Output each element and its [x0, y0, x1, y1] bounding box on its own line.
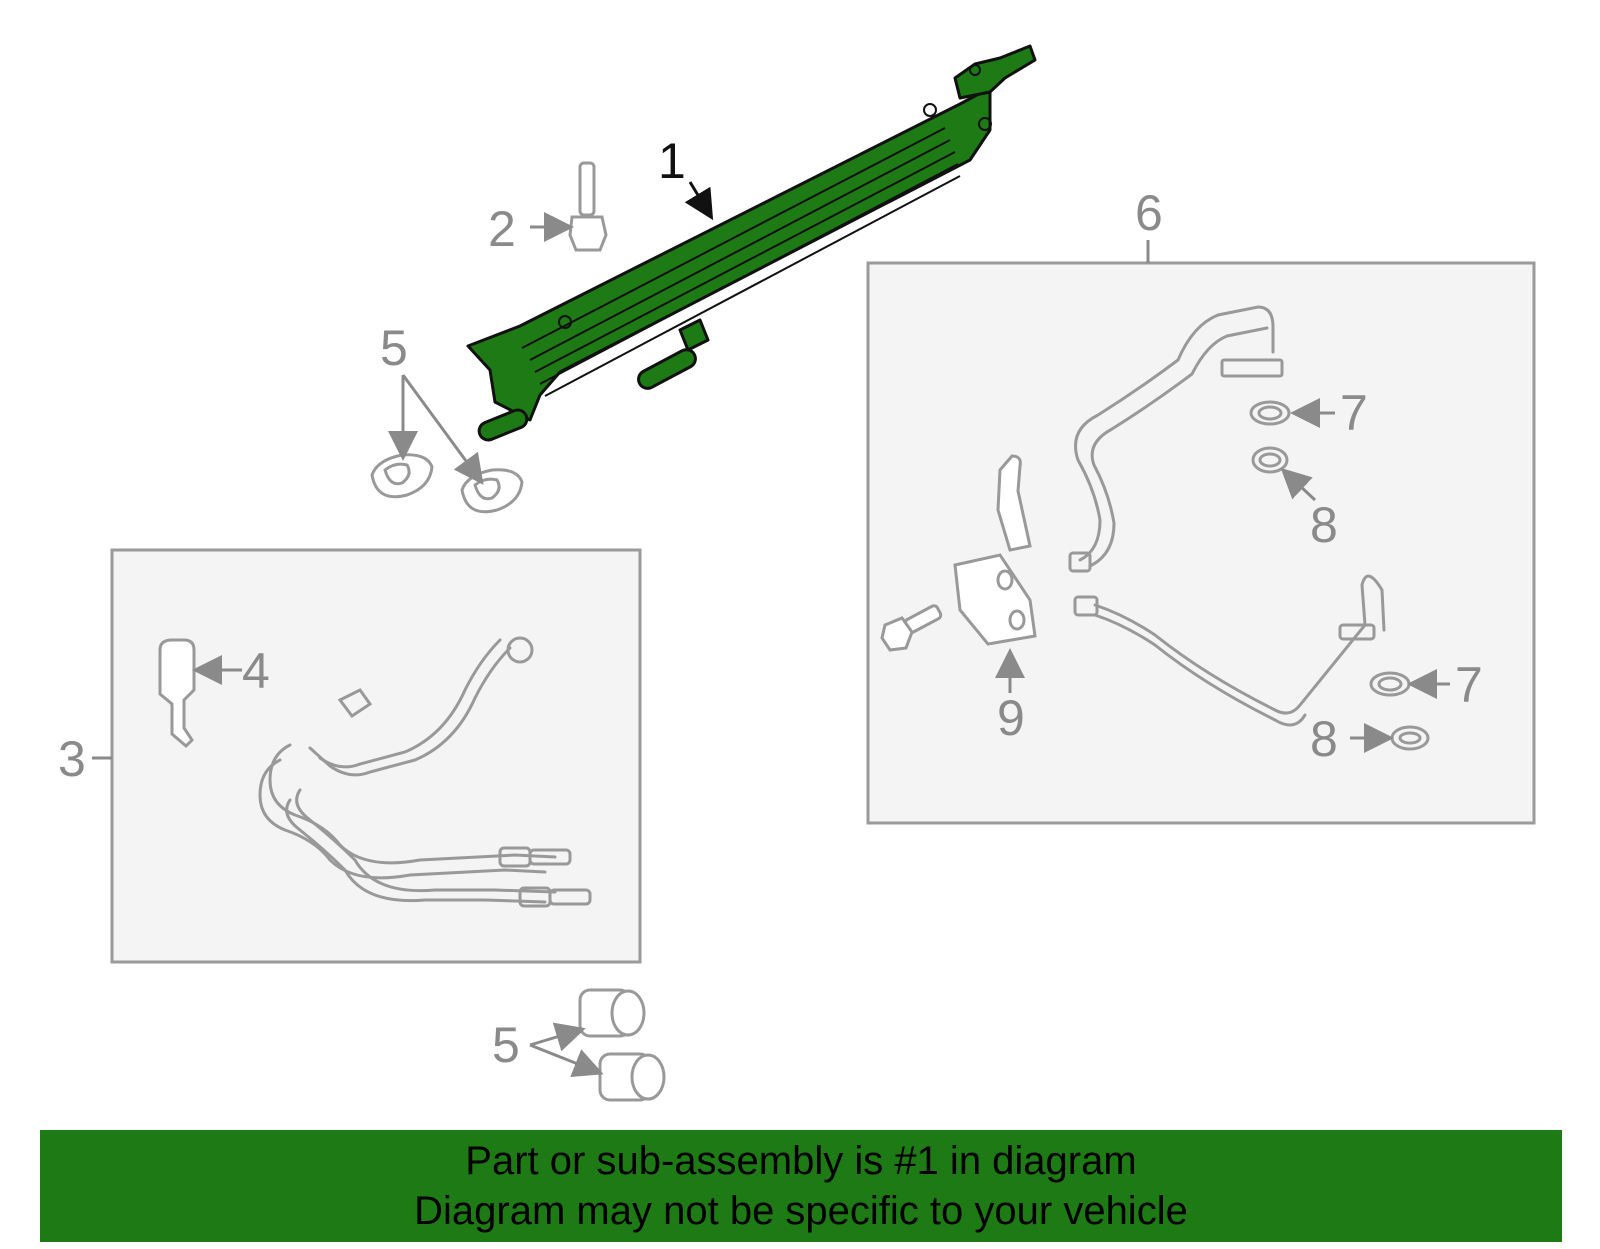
cooler-line-lower-part-6[interactable]: [1073, 574, 1386, 727]
banner-line-1: Part or sub-assembly is #1 in diagram: [465, 1139, 1137, 1183]
oil-cooler-part-1[interactable]: [466, 44, 1037, 443]
callout-7-upper: 7: [1340, 385, 1368, 441]
callout-5-upper: 5: [380, 320, 408, 376]
subassembly-box-3: [110, 548, 642, 964]
bolt-part-2[interactable]: [568, 161, 608, 252]
callout-1: 1: [658, 133, 686, 189]
callout-2: 2: [488, 201, 516, 257]
subassembly-box-6: [866, 261, 1536, 825]
bracket-part-4[interactable]: [158, 638, 196, 749]
leader-lines: [92, 181, 1450, 1078]
adapter-part-9[interactable]: [953, 553, 1037, 646]
info-banner: Part or sub-assembly is #1 in diagram Di…: [40, 1130, 1562, 1242]
callout-8-upper: 8: [1310, 497, 1338, 553]
bracket-part-6[interactable]: [996, 454, 1032, 552]
hose-assembly-part-3[interactable]: [258, 636, 592, 908]
callout-3: 3: [58, 731, 86, 787]
seal-part-7-upper[interactable]: [1249, 400, 1291, 426]
bolt-part-6[interactable]: [880, 604, 943, 652]
callout-7-lower: 7: [1455, 657, 1483, 713]
cooler-line-upper-part-6[interactable]: [1068, 305, 1284, 573]
callout-5-lower: 5: [492, 1017, 520, 1073]
callout-6: 6: [1135, 185, 1163, 241]
clip-part-5-upper[interactable]: [370, 453, 524, 514]
callout-9: 9: [997, 690, 1025, 746]
seal-part-8-upper[interactable]: [1251, 446, 1289, 474]
cap-part-5-lower[interactable]: [578, 988, 666, 1102]
callout-4: 4: [242, 643, 270, 699]
banner-line-2: Diagram may not be specific to your vehi…: [414, 1189, 1188, 1233]
callout-8-lower: 8: [1310, 711, 1338, 767]
